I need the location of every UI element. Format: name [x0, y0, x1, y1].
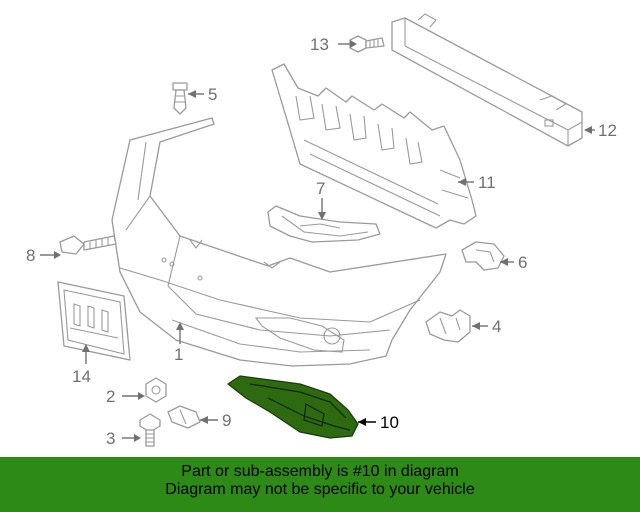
part-1-bumper-cover[interactable] — [111, 117, 447, 367]
part-6-retainer[interactable] — [461, 241, 505, 271]
part-4-bracket[interactable] — [425, 309, 471, 343]
fitment-banner: Part or sub-assembly is #10 in diagram D… — [0, 457, 640, 512]
callout-5: 5 — [208, 85, 217, 104]
banner-line-2: Diagram may not be specific to your vehi… — [165, 481, 475, 498]
part-11-absorber[interactable] — [271, 63, 477, 229]
callout-13: 13 — [310, 35, 329, 54]
part-13-bolt[interactable] — [349, 35, 385, 53]
part-12-reinforcement[interactable] — [391, 13, 583, 147]
part-7-bracket[interactable] — [267, 205, 381, 243]
callout-4: 4 — [492, 317, 501, 336]
callout-2: 2 — [106, 387, 115, 406]
callout-8: 8 — [26, 246, 35, 265]
part-9-clip[interactable] — [167, 405, 201, 429]
callout-3: 3 — [106, 429, 115, 448]
part-10-fog-lamp-bezel[interactable] — [227, 375, 359, 439]
callout-6: 6 — [518, 253, 527, 272]
callout-7: 7 — [316, 179, 325, 198]
callout-12: 12 — [598, 121, 617, 140]
part-14-license-bracket[interactable] — [57, 281, 131, 361]
part-2-nut[interactable] — [145, 377, 167, 403]
part-5-clip[interactable] — [172, 82, 188, 115]
part-3-bolt[interactable] — [139, 413, 161, 447]
banner-line-1: Part or sub-assembly is #10 in diagram — [181, 463, 459, 480]
callout-11: 11 — [478, 173, 496, 192]
callouts: 1 2 3 4 5 6 7 8 9 10 11 12 13 14 — [26, 35, 617, 448]
leader-lines — [40, 40, 595, 442]
callout-14: 14 — [72, 367, 91, 386]
parts-diagram: 1 2 3 4 5 6 7 8 9 10 11 12 13 14 — [26, 13, 617, 448]
callout-10: 10 — [380, 413, 399, 432]
callout-1: 1 — [174, 345, 183, 364]
callout-9: 9 — [222, 411, 231, 430]
part-8-screw[interactable] — [59, 235, 117, 255]
